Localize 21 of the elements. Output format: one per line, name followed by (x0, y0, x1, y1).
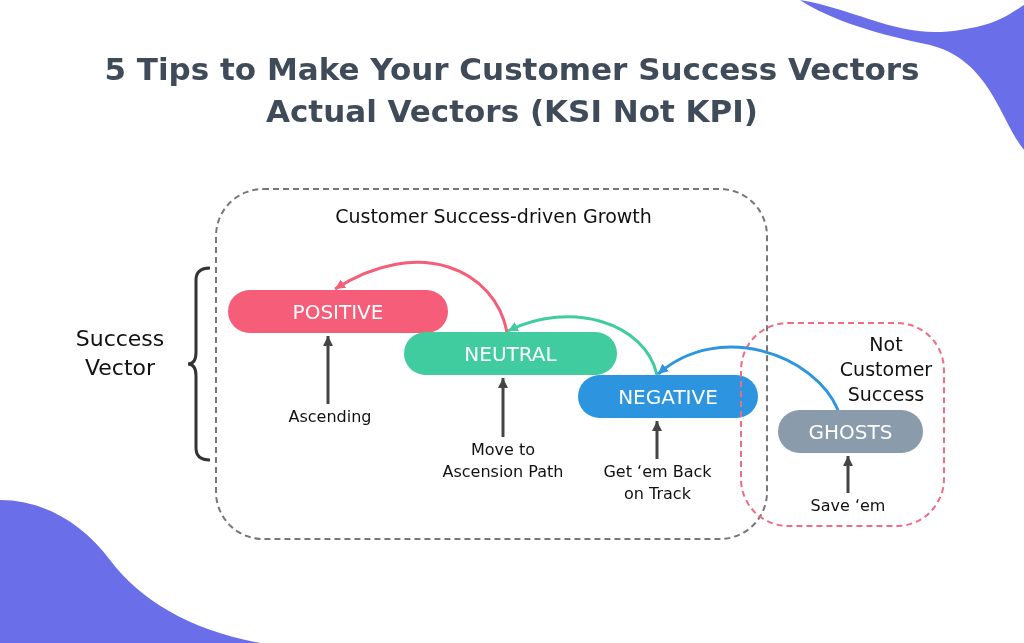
curved-arrow (507, 315, 659, 376)
arrow (652, 421, 662, 459)
status-pill: GHOSTS (778, 410, 923, 453)
arrow (498, 378, 508, 437)
annotation-text: Save ‘em (798, 495, 898, 517)
annotation-text: Get ‘em Back on Track (595, 461, 720, 505)
status-pill: POSITIVE (228, 290, 448, 333)
curved-arrow (657, 345, 840, 411)
arrow (323, 336, 333, 404)
curved-arrow (334, 260, 509, 333)
status-pill: NEUTRAL (404, 332, 617, 375)
axis-label: Success Vector (74, 325, 166, 382)
group-title: Customer Success-driven Growth (334, 204, 653, 229)
title: 5 Tips to Make Your Customer Success Vectors Actual Vectors (KSI Not KPI) (103, 50, 921, 131)
group-title: Not Customer Success (838, 332, 934, 407)
annotation-text: Ascending (270, 406, 390, 428)
dashed-group-boundary (215, 188, 768, 540)
annotation-text: Move to Ascension Path (433, 439, 573, 483)
arrow (843, 456, 853, 493)
dashed-group-boundary (740, 322, 945, 527)
status-pill: NEGATIVE (578, 375, 758, 418)
